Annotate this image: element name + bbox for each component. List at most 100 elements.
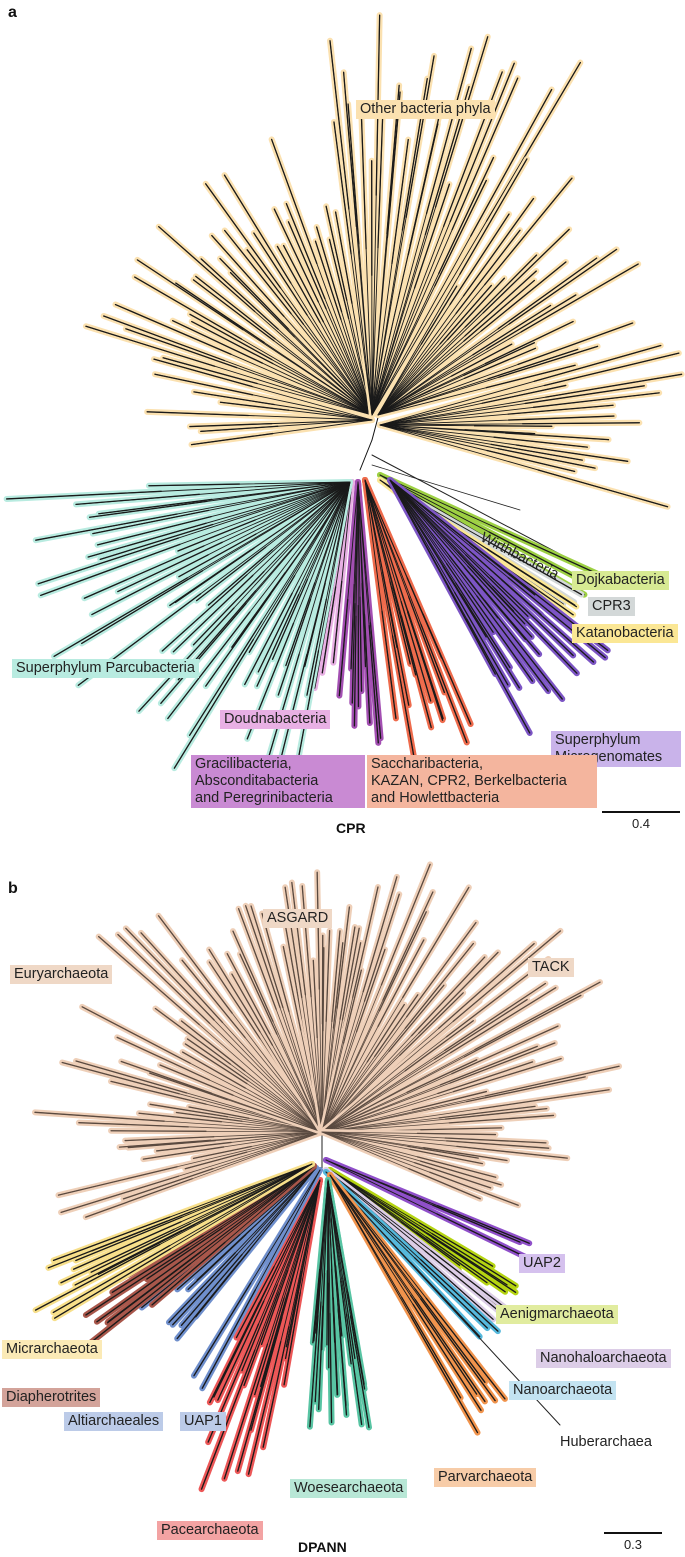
clade-tack-1-tip: [399, 992, 464, 1057]
clade-microgenomates-tip: [454, 591, 509, 686]
clade-other-bacteria-3-tip: [486, 294, 577, 350]
label-superphylum-parcubacteria: Superphylum Parcubacteria: [12, 659, 199, 678]
clade-saccharibacteria-tip: [408, 596, 446, 694]
clade-other-bacteria-4-tip: [473, 425, 553, 427]
clade-other-bacteria-1-tip: [192, 279, 275, 342]
clade-euryarchaeota-3-tip: [231, 973, 274, 1046]
clade-pacearchaeota-tip: [262, 1326, 290, 1448]
clade-euryarchaeota-3-tip: [239, 953, 278, 1035]
clade-woesearchaeota-tip: [347, 1291, 365, 1385]
scale-bar-a-value: 0.4: [631, 816, 651, 831]
clade-parcubacteria-tip: [167, 611, 251, 720]
clade-other-bacteria-2-tip: [434, 179, 487, 287]
clade-parvarchaeota-tip: [414, 1298, 486, 1403]
label-gracili-line1: Gracilibacteria,: [195, 756, 292, 772]
clade-tack-2-tip: [451, 1025, 559, 1075]
clade-euryarchaeota-3-tip: [245, 905, 281, 1009]
clade-other-bacteria-3-tip: [480, 261, 567, 332]
clade-microgenomates-tip: [455, 582, 511, 669]
clade-other-bacteria-4-tip: [507, 404, 614, 415]
clade-parvarchaeota: [327, 1172, 508, 1436]
clade-other-bacteria-3-tip: [459, 158, 528, 275]
clade-parcubacteria-tip: [304, 582, 326, 667]
clade-pacearchaeota-tip: [235, 1266, 275, 1339]
clade-tack-3-tip: [445, 1140, 550, 1149]
clade-other-bacteria-4-tip: [521, 422, 641, 425]
clade-tack-2-tip: [479, 1089, 610, 1110]
clade-parcubacteria-tip: [148, 483, 241, 487]
clade-pacearchaeota-tip: [285, 1271, 303, 1348]
clade-other-bacteria-1-tip: [219, 257, 290, 330]
clade-pacearchaeota-tip: [217, 1300, 265, 1401]
clade-other-bacteria-2-tip: [470, 88, 553, 237]
clade-tack-1-tip: [355, 948, 386, 1033]
clade-saccharibacteria-tip: [400, 600, 432, 702]
clade-parvarchaeota-tip: [412, 1303, 482, 1411]
clade-other-bacteria-4-tip: [497, 448, 596, 469]
clade-other-bacteria-3-tip: [508, 248, 618, 325]
clade-tack-2-tip: [448, 1114, 555, 1124]
clade-other-bacteria-1: [82, 136, 375, 418]
clade-euryarchaeota-1-tip: [192, 1145, 252, 1160]
clade-altiarchaeales-tip: [180, 1253, 243, 1326]
label-aenigmarchaeota: Aenigmarchaeota: [496, 1305, 618, 1324]
clade-altiarchaeales-tip: [196, 1229, 252, 1281]
clade-gracilibacteria-tip: [351, 602, 356, 704]
clade-parcubacteria-tip: [81, 570, 204, 645]
clade-micrarchaeota-tip: [60, 1228, 175, 1284]
clade-doudnabacteria-tip: [321, 586, 337, 674]
clade-tack-2-tip: [484, 1065, 620, 1097]
clade-micrarchaeota-tip: [91, 1211, 192, 1252]
label-saccharibacteria-line3: and Howlettbacteria: [371, 790, 500, 806]
label-microgenomates-line1: Superphylum: [555, 732, 641, 748]
clade-other-bacteria-1-tip: [325, 205, 348, 301]
clade-other-bacteria-1-tip: [85, 325, 216, 367]
clade-saccharibacteria: [362, 477, 474, 767]
clade-diapherotrites-tip: [146, 1227, 223, 1280]
clade-euryarchaeota-2-tip: [117, 933, 211, 1025]
label-asgard: ASGARD: [263, 909, 333, 928]
clade-other-bacteria-1-tip: [172, 320, 264, 364]
clade-other-bacteria-4: [377, 342, 685, 510]
clade-other-bacteria-1-tip: [273, 208, 319, 303]
clade-euryarchaeota-1-tip: [188, 1106, 250, 1119]
caption-cpr: CPR: [336, 820, 366, 836]
clade-other-bacteria-2: [327, 12, 584, 418]
clade-euryarchaeota-3-tip: [237, 908, 277, 1010]
clade-other-bacteria-1-tip: [328, 238, 350, 320]
clade-parvarchaeota-tip: [401, 1296, 462, 1399]
clade-other-bacteria-5-tip: [146, 411, 249, 417]
clade-diapherotrites-tip: [85, 1247, 190, 1316]
clade-saccharibacteria-tip: [381, 610, 397, 720]
clade-tack-2-tip: [439, 1045, 538, 1086]
clade-euryarchaeota-3-tip: [232, 930, 274, 1023]
clade-asgard-tip: [341, 927, 360, 1021]
clade-dojkabacteria-tip: [488, 531, 580, 580]
clade-other-bacteria-3: [375, 155, 642, 418]
clade-other-bacteria-4-tip: [508, 415, 615, 421]
clade-parcubacteria-tip: [178, 533, 257, 578]
clade-other-bacteria-2-tip: [451, 77, 519, 231]
branch-wirthbacteria-2: [371, 464, 521, 511]
clade-tack-2-tip: [437, 1061, 534, 1095]
clade-gracilibacteria-tip: [353, 615, 357, 727]
clade-parcubacteria-tip: [87, 522, 207, 558]
cpr-tree: [3, 12, 685, 799]
clade-tack-1-tip: [342, 969, 362, 1044]
clade-saccharibacteria-tip: [391, 635, 416, 764]
clade-other-bacteria-4-tip: [505, 432, 610, 441]
clade-woesearchaeota-tip: [318, 1305, 324, 1410]
label-gracili-line3: and Peregrinibacteria: [195, 790, 333, 806]
clade-euryarchaeota-1-tip: [75, 1060, 188, 1094]
clade-saccharibacteria-tip: [392, 586, 417, 676]
scale-bar-a-line: [602, 811, 680, 813]
label-doudnabacteria: Doudnabacteria: [220, 710, 331, 729]
clade-euryarchaeota-2-tip: [186, 1038, 249, 1082]
clade-woesearchaeota-tip: [315, 1263, 323, 1334]
clade-microgenomates-tip: [468, 542, 536, 596]
clade-other-bacteria-1-tip: [246, 249, 305, 325]
clade-saccharibacteria-tip: [407, 610, 444, 720]
clade-other-bacteria-1-tip: [287, 221, 327, 310]
clade-microgenomates-tip: [447, 586, 496, 675]
clade-microgenomates-tip: [492, 585, 578, 674]
